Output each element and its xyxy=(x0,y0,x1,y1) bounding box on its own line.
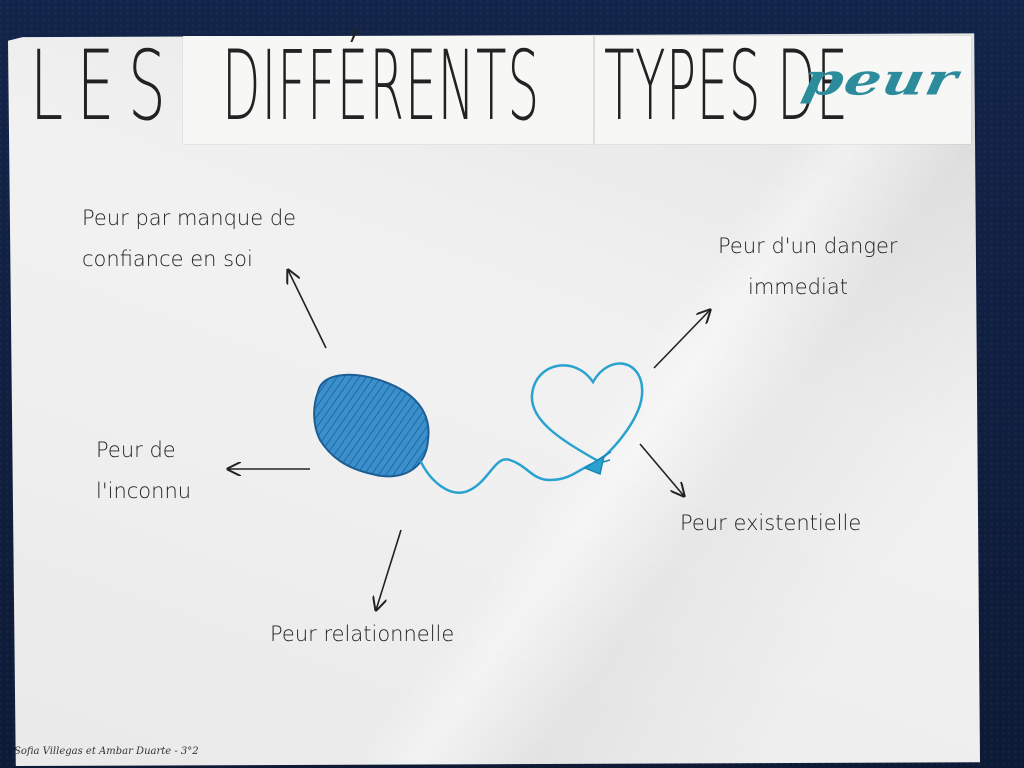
label-confiance: Peur par manque de confiance en soi xyxy=(82,198,296,280)
arrow-relationnelle xyxy=(376,529,402,610)
label-confiance-line2: confiance en soi xyxy=(82,247,253,271)
brain-cord xyxy=(419,458,594,494)
label-danger-line1: Peur d'un danger xyxy=(718,234,898,258)
label-inconnu-line2: l'inconnu xyxy=(96,479,192,503)
label-danger: Peur d'un danger immediat xyxy=(718,226,898,308)
label-existentielle: Peur existentielle xyxy=(680,511,862,535)
label-danger-line2: immediat xyxy=(748,275,848,299)
brain-blob xyxy=(313,373,430,478)
arrow-danger xyxy=(653,310,710,369)
title-les: LES xyxy=(30,30,180,142)
arrow-existentielle xyxy=(639,443,684,496)
arrow-confiance xyxy=(288,270,327,349)
label-relationnelle: Peur relationnelle xyxy=(270,622,455,646)
label-confiance-line1: Peur par manque de xyxy=(82,206,297,230)
title-types-de: TYPES DE xyxy=(604,30,849,142)
plug-icon xyxy=(583,454,606,476)
poster-paper xyxy=(8,33,980,766)
title-differents: DIFFÉRENTS xyxy=(222,30,541,142)
label-inconnu-line1: Peur de xyxy=(96,438,176,462)
heart-cord xyxy=(530,362,644,468)
title-strip-right xyxy=(595,36,971,144)
label-inconnu: Peur de l'inconnu xyxy=(96,430,191,512)
title-strip-left xyxy=(183,36,593,144)
author-signature: Sofia Villegas et Ambar Duarte - 3°2 xyxy=(14,746,199,757)
